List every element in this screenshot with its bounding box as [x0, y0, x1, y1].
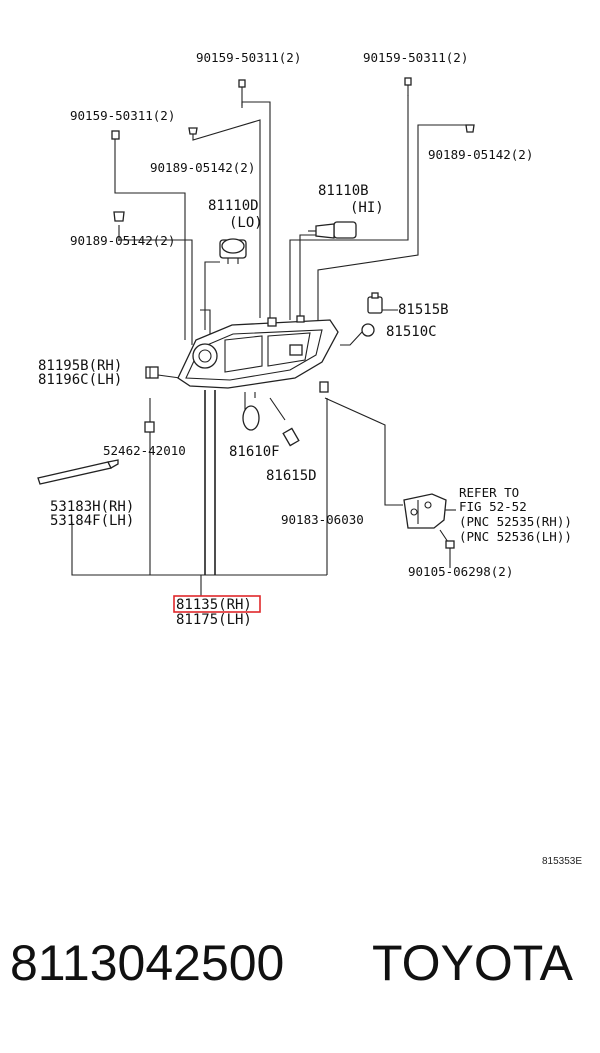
screw-mid-label: 90183-06030: [281, 512, 364, 527]
screw-top-left-icon: [238, 79, 246, 106]
footer-part-number: 8113042500: [10, 935, 285, 991]
mount-bracket-icon: [403, 493, 447, 529]
molding-lh-label: 53184F(LH): [50, 513, 134, 529]
clip-left-lower-icon: [113, 211, 125, 222]
clip-left-upper-label: 90189-05142(2): [150, 160, 255, 175]
bulb-lo-note: (LO): [229, 215, 263, 231]
assembly-highlight-box: [173, 595, 261, 613]
bracket-rh-label: 81195B(RH): [38, 358, 122, 374]
retainer-label: 52462-42010: [103, 443, 186, 458]
bulb-small-icon: [282, 427, 300, 447]
screw-left-icon: [111, 130, 120, 148]
leader-lines: [71, 95, 471, 596]
retainer-icon: [144, 421, 155, 433]
clip-left-upper-icon: [188, 127, 198, 135]
bulb-hi-icon: [308, 221, 357, 239]
screw-top-right-label: 90159-50311(2): [363, 50, 468, 65]
refer-line-4: (PNC 52536(LH)): [459, 529, 572, 544]
bulb-lo-number: 81110D: [208, 198, 259, 214]
bracket-icon: [145, 366, 159, 379]
bolt-bottom-label: 90105-06298(2): [408, 564, 513, 579]
molding-icon: [37, 459, 119, 485]
bulb-side-icon: [242, 405, 260, 431]
bulb-small-label: 81615D: [266, 468, 317, 484]
screw-left-label: 90159-50311(2): [70, 108, 175, 123]
screw-top-right-icon: [404, 77, 412, 96]
screw-top-left-label: 90159-50311(2): [196, 50, 301, 65]
bolt-bottom-icon: [445, 540, 455, 549]
clip-left-lower-label: 90189-05142(2): [70, 233, 175, 248]
bulb-hi-note: (HI): [350, 200, 384, 216]
socket-icon: [367, 292, 383, 314]
bulb-lo-icon: [219, 238, 247, 264]
refer-line-1: REFER TO: [459, 485, 519, 500]
assembly-lh-label: 81175(LH): [176, 612, 252, 628]
refer-line-3: (PNC 52535(RH)): [459, 514, 572, 529]
bulb-side-label: 81610F: [229, 444, 280, 460]
footer-brand: TOYOTA: [372, 935, 573, 991]
bulb-hi-number: 81110B: [318, 183, 369, 199]
clip-right-label: 90189-05142(2): [428, 147, 533, 162]
molding-rh-label: 53183H(RH): [50, 499, 134, 515]
clip-right-icon: [465, 124, 475, 133]
headlamp-assembly-icon: [177, 315, 339, 393]
refer-line-2: FIG 52-52: [459, 499, 527, 514]
socket-label: 81515B: [398, 302, 449, 318]
figure-code: 815353E: [542, 856, 582, 867]
grommet-icon: [361, 323, 375, 337]
grommet-label: 81510C: [386, 324, 437, 340]
bracket-lh-label: 81196C(LH): [38, 372, 122, 388]
assembly-rh-label: 81135(RH): [176, 597, 252, 613]
